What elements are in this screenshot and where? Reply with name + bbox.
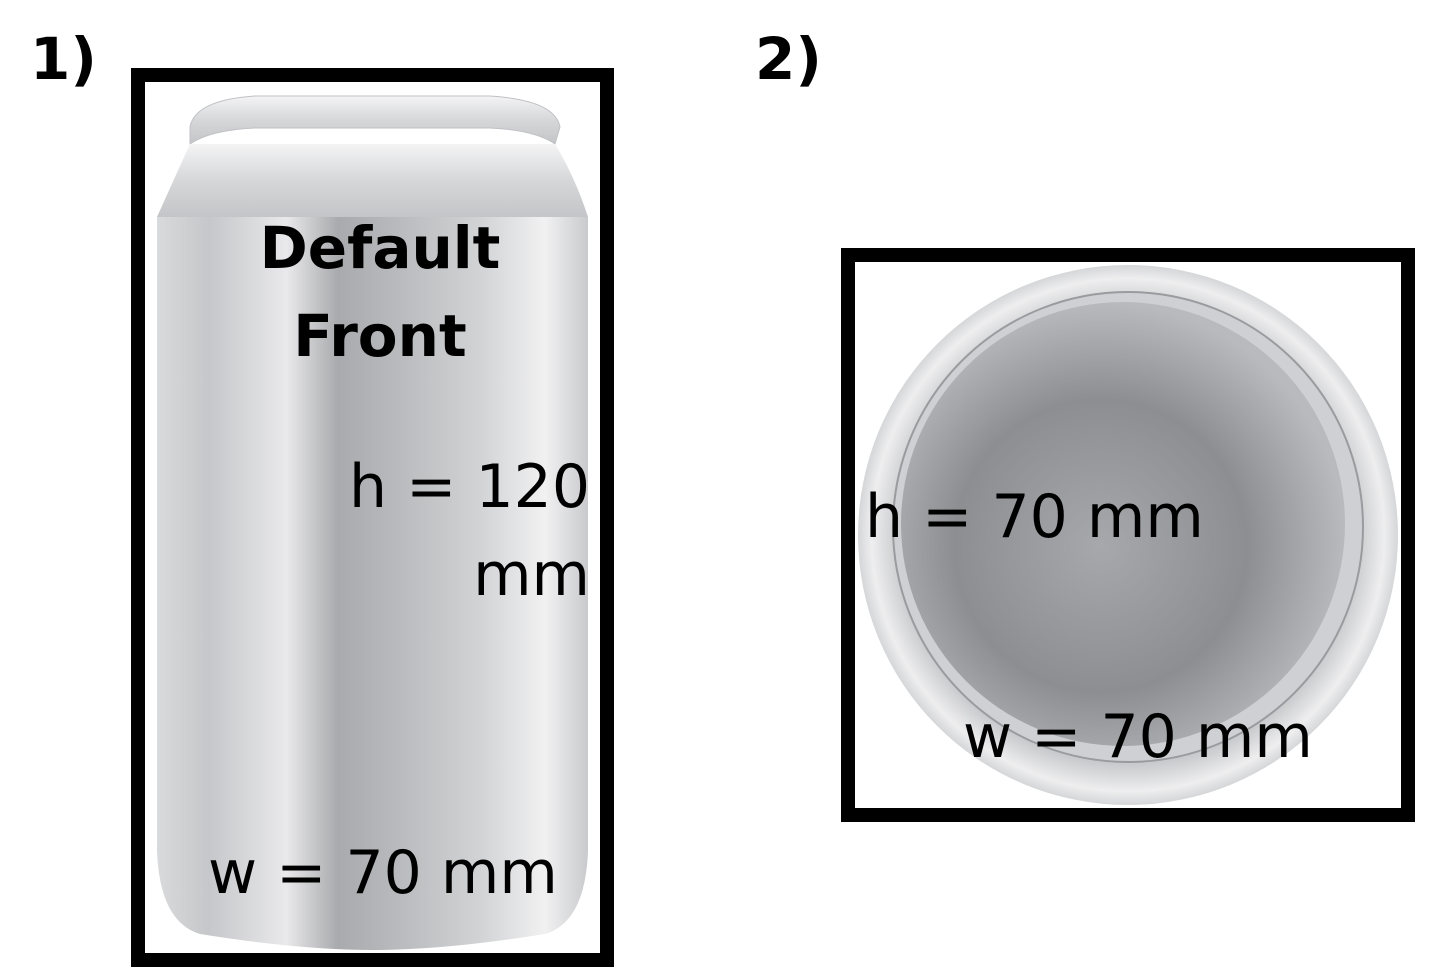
can-top-lid <box>901 302 1345 746</box>
height-label-line1: h = 120 <box>349 452 590 522</box>
can-neck <box>157 144 588 217</box>
can-lid-rim <box>189 95 561 145</box>
can-body <box>157 217 588 950</box>
panel-1-number: 1) <box>30 25 97 93</box>
panel-1-frame: Default Front h = 120 mm w = 70 mm <box>131 68 614 967</box>
can-front-illustration <box>157 95 588 950</box>
panel-2-number: 2) <box>755 25 822 93</box>
width-label: w = 70 mm <box>208 838 558 908</box>
height-label-line2: mm <box>473 540 590 610</box>
top-width-label: w = 70 mm <box>963 702 1313 772</box>
view-label-front: Front <box>293 302 467 370</box>
panel-2-frame: h = 70 mm w = 70 mm <box>841 248 1415 822</box>
can-top-illustration <box>858 265 1398 805</box>
view-label-default: Default <box>259 214 501 282</box>
top-height-label: h = 70 mm <box>865 482 1204 552</box>
